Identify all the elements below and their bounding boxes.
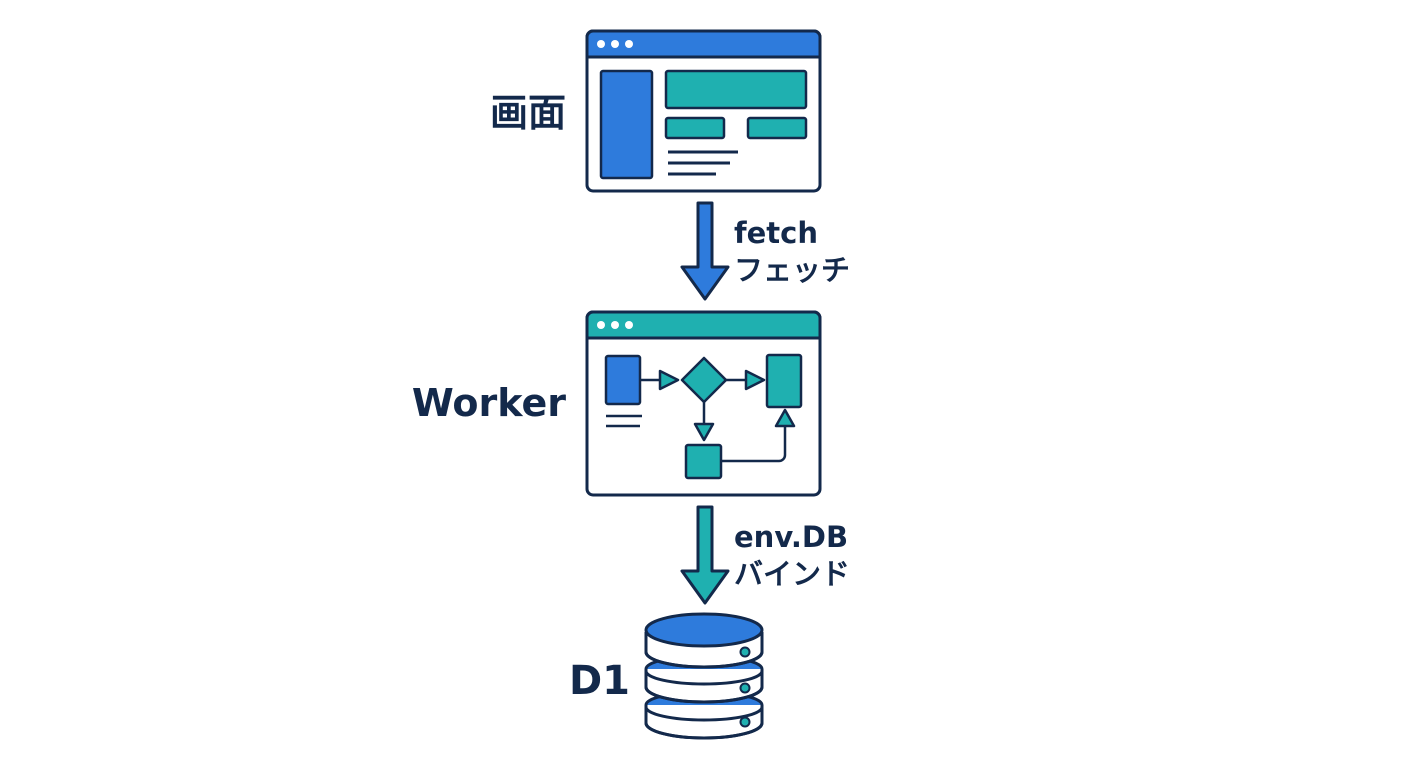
binding-edge: env.DB バインド: [680, 505, 850, 605]
down-arrow-icon: [680, 201, 730, 301]
worker-window-icon: [585, 310, 822, 497]
binding-label-en: env.DB: [734, 520, 848, 554]
screen-window-icon: [585, 29, 822, 193]
screen-node: 画面: [490, 29, 822, 193]
database-icon: [644, 612, 764, 740]
down-arrow-icon: [680, 505, 730, 605]
fetch-label-ja: フェッチ: [734, 253, 850, 287]
worker-node: Worker: [412, 310, 822, 497]
binding-label-ja: バインド: [734, 557, 850, 591]
fetch-edge: fetch フェッチ: [680, 201, 850, 301]
fetch-label-en: fetch: [734, 216, 818, 250]
d1-node: D1: [569, 612, 764, 740]
screen-label: 画面: [490, 91, 566, 135]
worker-label: Worker: [412, 381, 566, 425]
d1-label: D1: [569, 658, 630, 704]
